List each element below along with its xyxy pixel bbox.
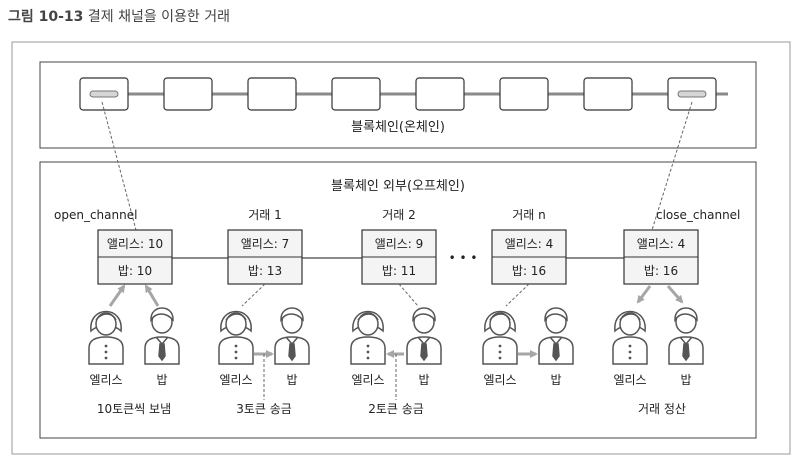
onchain-label: 블록체인(온체인) (351, 120, 445, 135)
bob-icon (274, 307, 310, 365)
bob-icon (144, 307, 180, 365)
action-label-5: 거래 정산 (638, 402, 686, 416)
block-4 (331, 77, 381, 111)
bob-label: 밥 (286, 373, 297, 387)
alice-label: 엘리스 (483, 373, 516, 387)
action-label-1: 10토큰씩 보냄 (97, 402, 171, 416)
onchain-section: 블록체인(온체인) (39, 61, 757, 149)
block-3 (247, 77, 297, 111)
alice-icon (350, 310, 386, 365)
offchain-label: 블록체인 외부(오프체인) (331, 179, 465, 194)
open-tx-marker (89, 90, 119, 98)
action-labels: 10토큰씩 보냄 3토큰 송금 2토큰 송금 거래 정산 (97, 402, 686, 416)
alice-icon (612, 310, 648, 365)
close-connector (651, 101, 693, 231)
block-chain (79, 77, 717, 111)
block-5 (415, 77, 465, 111)
offchain-section: 블록체인 외부(오프체인) (39, 161, 757, 439)
state-title: close_channel (656, 208, 740, 222)
bob-label: 밥 (680, 373, 691, 387)
bob-icon (406, 307, 442, 365)
state-title: 거래 1 (248, 208, 282, 222)
bob-balance: 밥: 16 (644, 264, 678, 278)
bob-balance: 밥: 10 (118, 264, 152, 278)
bob-settle-arrow (666, 285, 684, 304)
ellipsis: • • • (449, 251, 478, 265)
bob-balance: 밥: 13 (248, 264, 282, 278)
bob-balance: 밥: 16 (512, 264, 546, 278)
bob-label: 밥 (156, 373, 167, 387)
figure-caption: 그림 10-13 결제 채널을 이용한 거래 (8, 6, 230, 26)
close-tx-marker (677, 90, 707, 98)
block-2 (163, 77, 213, 111)
alice-icon (88, 310, 124, 365)
state-title: 거래 n (512, 208, 546, 222)
bob-icon (668, 307, 704, 365)
alice-label: 엘리스 (219, 373, 252, 387)
alice-label: 엘리스 (613, 373, 646, 387)
transfer-arrows (108, 283, 684, 400)
participants: 엘리스 엘리스 엘리스 엘리스 엘리스 밥 밥 밥 밥 밥 (88, 307, 704, 387)
figure-title: 결제 채널을 이용한 거래 (87, 9, 231, 25)
alice-balance: 앨리스: 4 (505, 237, 554, 251)
alice-icon (482, 310, 518, 365)
state-5: close_channel 앨리스: 4 밥: 16 (623, 208, 740, 285)
action-label-2: 3토큰 송금 (236, 402, 292, 416)
block-7 (583, 77, 633, 111)
alice-balance: 앨리스: 4 (637, 237, 686, 251)
alice-label: 엘리스 (351, 373, 384, 387)
block-6 (499, 77, 549, 111)
state-1: open_channel 앨리스: 10 밥: 10 (54, 208, 173, 285)
bob-icon (538, 307, 574, 365)
action-label-3: 2토큰 송금 (368, 402, 424, 416)
open-connector (101, 101, 137, 231)
link-state-1 (241, 283, 266, 307)
state-2: 거래 1 앨리스: 7 밥: 13 (227, 208, 303, 285)
alice-icon (218, 310, 254, 365)
alice-balance: 앨리스: 10 (107, 237, 163, 251)
bob-label: 밥 (418, 373, 429, 387)
onchain-frame (39, 61, 757, 149)
state-title: 거래 2 (382, 208, 416, 222)
alice-settle-arrow (636, 285, 652, 304)
state-title: open_channel (54, 208, 137, 222)
figure-number: 그림 10-13 (8, 9, 84, 25)
bob-balance: 밥: 11 (382, 264, 416, 278)
offchain-frame (39, 161, 757, 439)
bob-deposit-arrow (144, 284, 160, 307)
bob-label: 밥 (550, 373, 561, 387)
state-4: 거래 n 앨리스: 4 밥: 16 (491, 208, 567, 285)
link-state-n (505, 283, 530, 307)
alice-deposit-arrow (108, 284, 126, 307)
alice-balance: 앨리스: 7 (241, 237, 290, 251)
alice-balance: 앨리스: 9 (375, 237, 424, 251)
alice-label: 엘리스 (89, 373, 122, 387)
